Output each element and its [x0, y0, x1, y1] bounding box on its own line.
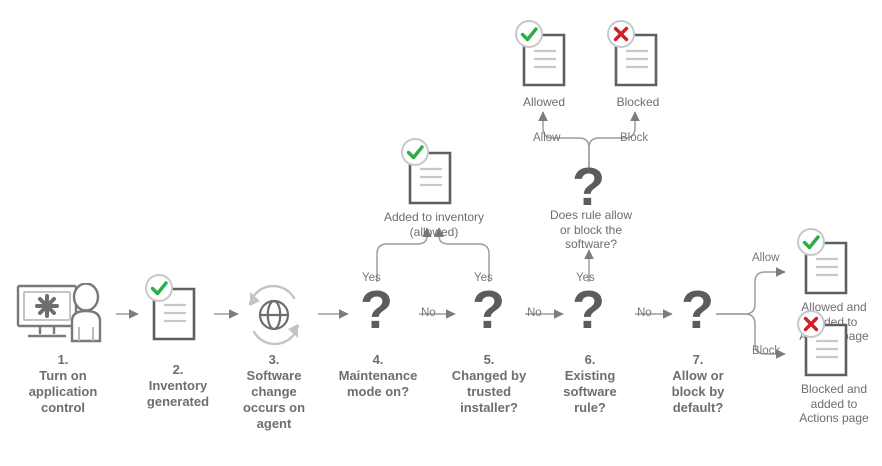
- outcome-blocked-actions-icon-document-cross: [794, 308, 866, 389]
- step5-number: 5.: [483, 352, 495, 367]
- step4-caption: 4. Maintenance mode on?: [330, 352, 426, 400]
- edge-label-yes-step6: Yes: [576, 272, 595, 284]
- outcome-blocked-actions-caption: Blocked and added to Actions page: [799, 382, 869, 425]
- edge-label-yes-step4: Yes: [362, 272, 381, 284]
- edge-label-allow-default: Allow: [752, 252, 780, 264]
- outcome-allowed-actions-icon-document-check: [794, 226, 866, 307]
- step4-number: 4.: [372, 352, 384, 367]
- outcome-blocked-caption: Blocked: [616, 95, 660, 109]
- edge-label-block-rule: Block: [620, 132, 649, 144]
- outcome-blocked-icon-document-cross: [604, 18, 672, 99]
- step5-label: Changed by trusted installer?: [451, 368, 527, 415]
- step3-number: 3.: [268, 352, 280, 367]
- step1-icon-monitor-person: [16, 282, 112, 350]
- step3-caption: 3. Software change occurs on agent: [222, 352, 326, 432]
- rule-decision-caption: Does rule allow or block the software?: [549, 208, 633, 251]
- step1-number: 1.: [57, 352, 69, 367]
- step7-caption: 7. Allow or block by default?: [652, 352, 744, 416]
- edge-label-no-step4: No: [421, 307, 436, 319]
- step7-label: Allow or block by default?: [671, 368, 725, 415]
- edge-label-no-step6: No: [637, 307, 652, 319]
- step6-label: Existing software rule?: [563, 368, 617, 415]
- step1-label: Turn on application control: [28, 368, 98, 415]
- step4-icon-question-mark: ?: [360, 280, 393, 340]
- step5-icon-question-mark: ?: [472, 280, 505, 340]
- rule-decision-icon-question-mark: ?: [572, 157, 605, 217]
- edge-label-yes-step5: Yes: [474, 272, 493, 284]
- edge-label-block-default: Block: [752, 345, 781, 357]
- step3-label: Software change occurs on agent: [242, 368, 306, 431]
- step2-label: Inventory generated: [146, 378, 210, 409]
- step6-caption: 6. Existing software rule?: [545, 352, 635, 416]
- step5-caption: 5. Changed by trusted installer?: [442, 352, 536, 416]
- step1-caption: 1. Turn on application control: [8, 352, 118, 416]
- step7-icon-question-mark: ?: [681, 280, 714, 340]
- outcome-inventory-icon-document-check: [398, 136, 470, 217]
- outcome-allowed-caption: Allowed: [522, 95, 566, 109]
- step4-label: Maintenance mode on?: [338, 368, 418, 399]
- edge-label-allow-rule: Allow: [533, 132, 561, 144]
- outcome-inventory-caption: Added to inventory (allowed): [383, 210, 485, 239]
- step2-icon-document-check: [142, 272, 214, 353]
- edge-label-no-step5: No: [527, 307, 542, 319]
- step2-number: 2.: [172, 362, 184, 377]
- outcome-allowed-icon-document-check: [512, 18, 580, 99]
- step6-number: 6.: [584, 352, 596, 367]
- step2-caption: 2. Inventory generated: [122, 362, 234, 410]
- step7-number: 7.: [692, 352, 704, 367]
- step3-icon-globe-refresh: [240, 282, 308, 353]
- step6-icon-question-mark: ?: [572, 280, 605, 340]
